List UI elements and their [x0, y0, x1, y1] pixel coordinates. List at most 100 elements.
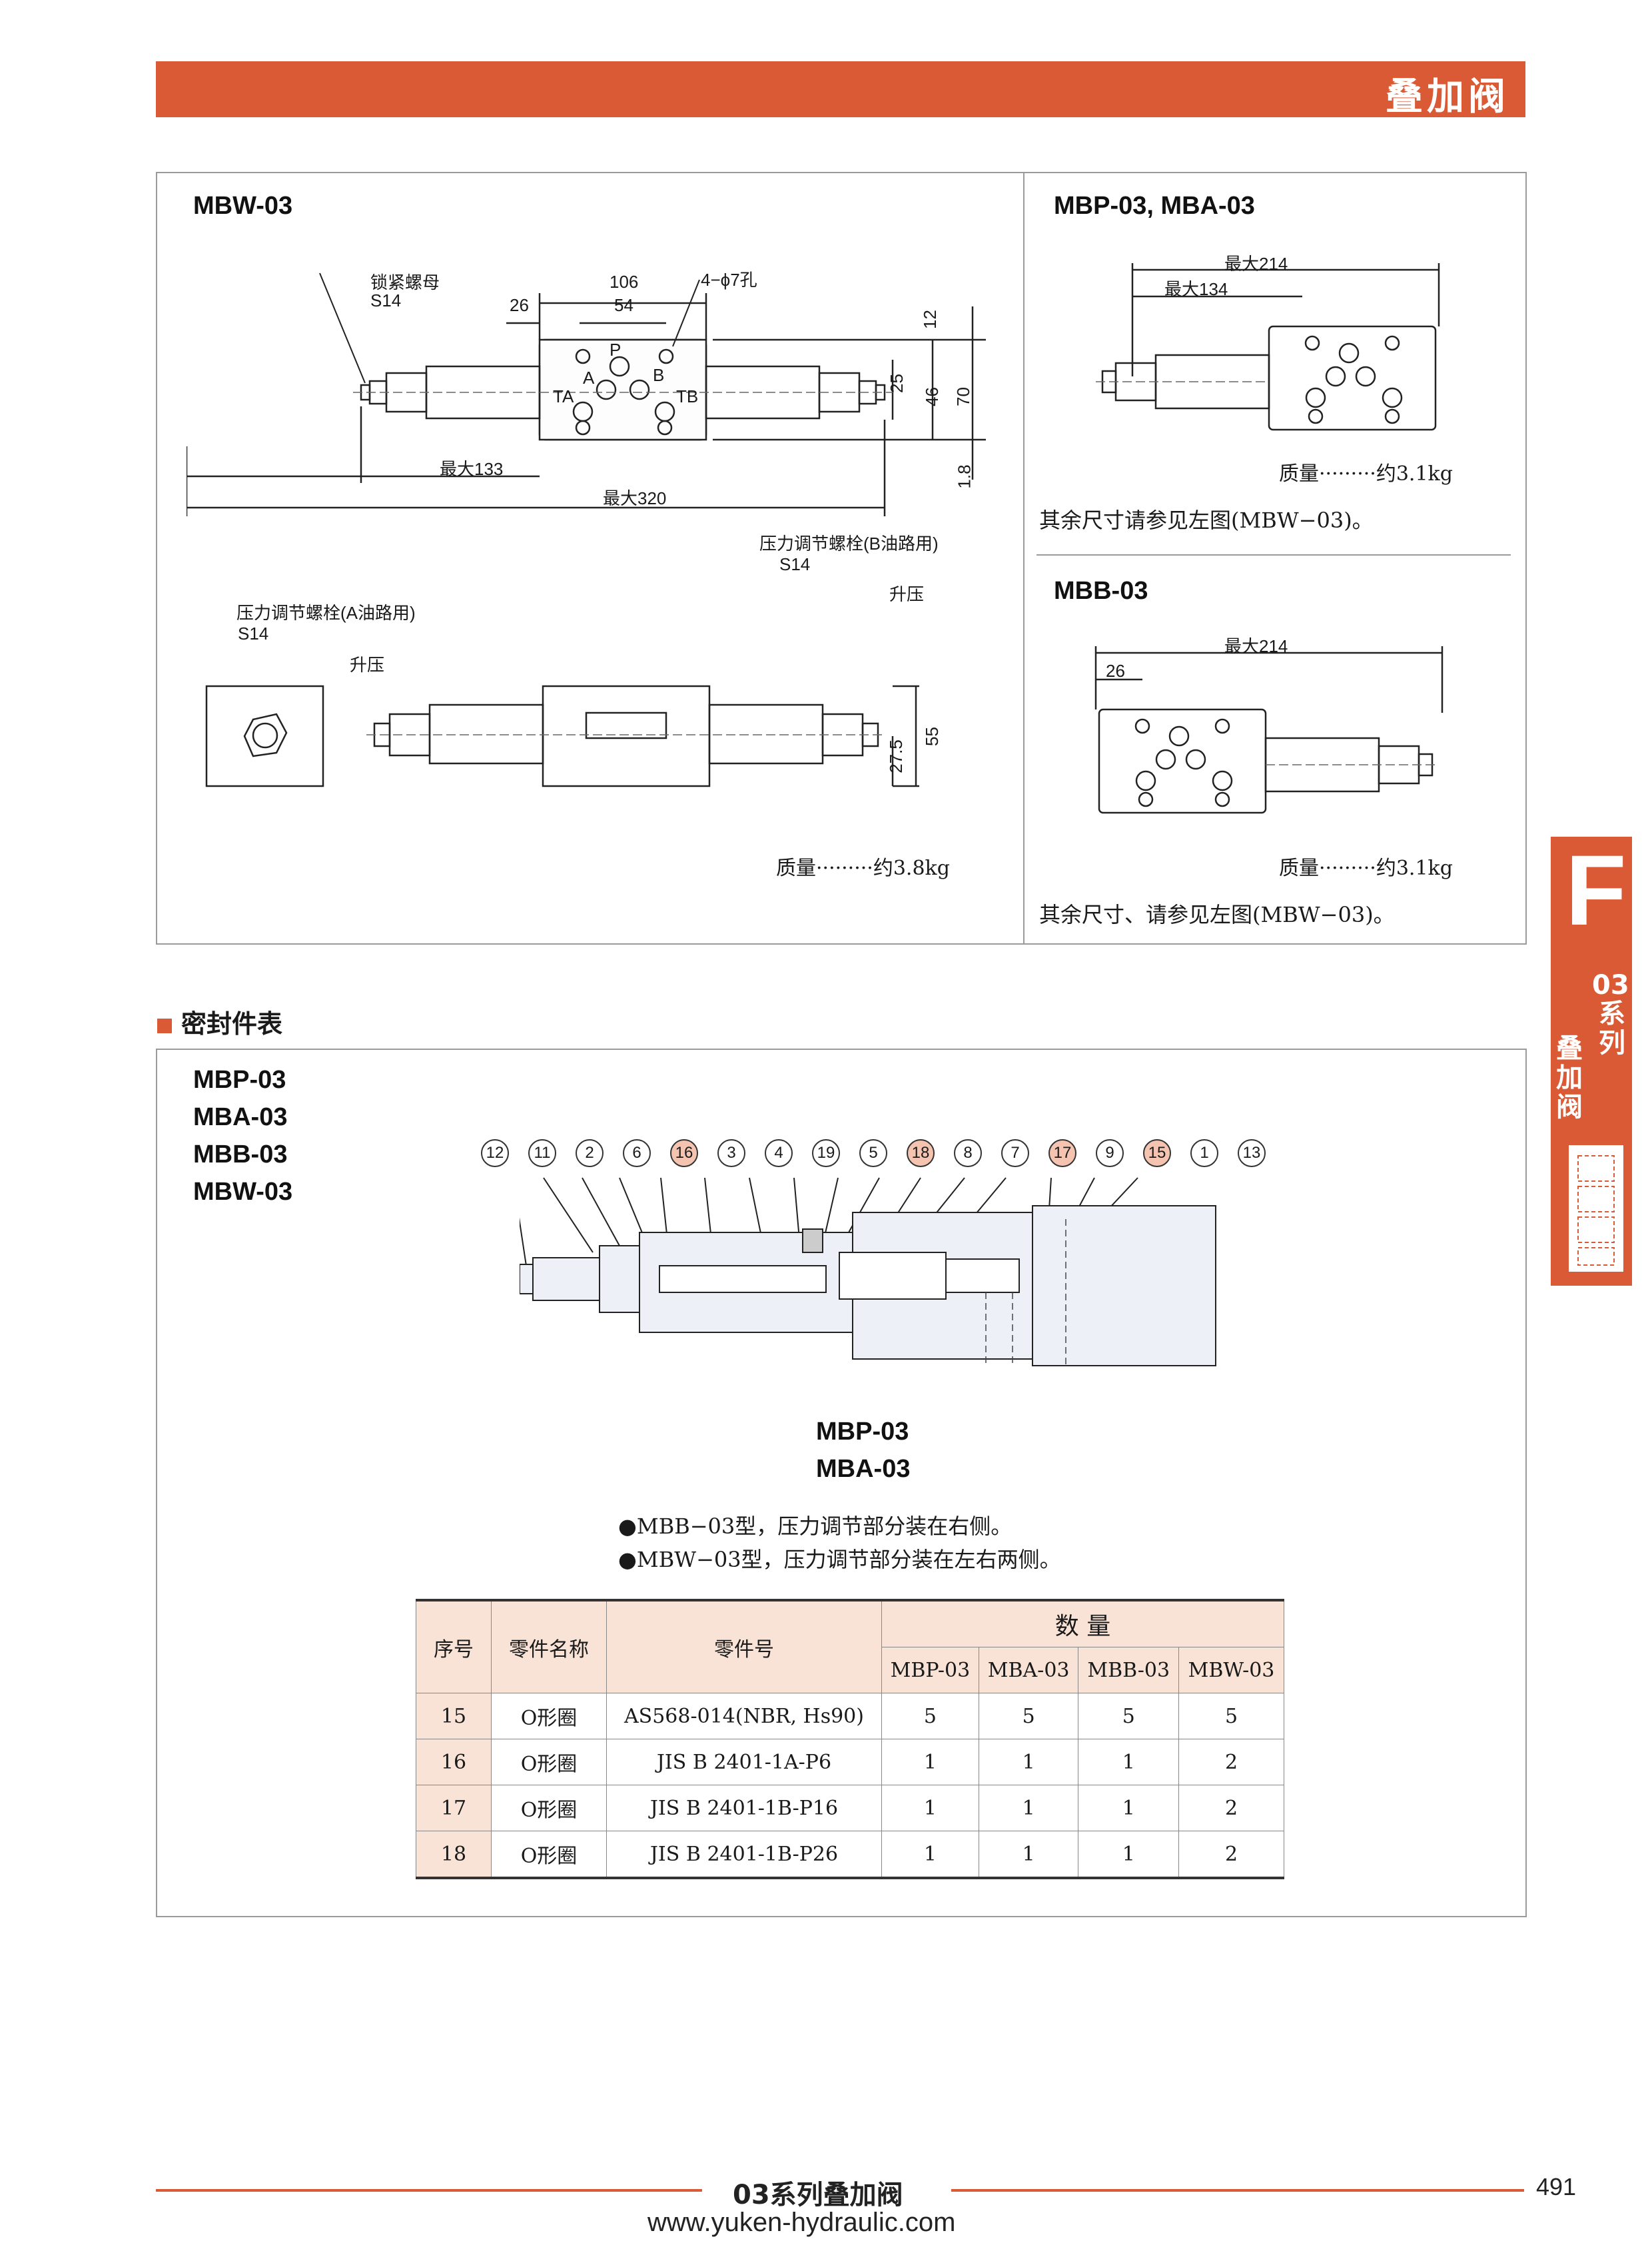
adj-a-label: 压力调节螺栓(A油路用): [236, 603, 416, 623]
mbb-note: 其余尺寸、请参见左图(MBW−03)。: [1039, 902, 1395, 927]
mbp-mba-drawing: [1096, 263, 1440, 431]
seal-table: 序号 零件名称 零件号 数 量 MBP-03 MBA-03 MBB-03 MBW…: [416, 1599, 1284, 1879]
row-qty: 1: [978, 1785, 1079, 1831]
mbb-max214: 最大214: [1224, 636, 1288, 656]
row-qty: 5: [1178, 1693, 1284, 1739]
part-circle: 19: [812, 1139, 840, 1167]
part-circle: 6: [623, 1139, 651, 1167]
adj-b-size: S14: [779, 554, 811, 574]
seal-model-1: MBP-03: [193, 1066, 286, 1094]
footer-line-left: [156, 2189, 702, 2192]
row-qty: 1: [881, 1831, 979, 1879]
lock-nut-size: S14: [370, 290, 402, 310]
mbb-drawing: [1094, 646, 1444, 814]
adj-b-label: 压力调节螺栓(B油路用): [759, 534, 939, 554]
valve-stack-icon: [1577, 1155, 1615, 1266]
part-circle: 16: [670, 1139, 698, 1167]
side-tab[interactable]: F 03 系列 叠加阀: [1551, 834, 1632, 1286]
row-qty: 1: [1078, 1831, 1180, 1879]
footer-url[interactable]: www.yuken-hydraulic.com: [647, 2208, 956, 2237]
part-circle: 15: [1143, 1139, 1171, 1167]
part-circle: 17: [1048, 1139, 1076, 1167]
dim-27-5: 27.5: [885, 739, 906, 773]
part-circle: 3: [717, 1139, 745, 1167]
page-number: 491: [1536, 2173, 1577, 2200]
dim-106: 106: [610, 272, 639, 292]
dim-70: 70: [953, 387, 973, 406]
dim-25: 25: [886, 374, 907, 393]
port-p: P: [610, 340, 621, 360]
section-marker: [157, 1018, 172, 1033]
holes-label: 4−ϕ7孔: [701, 270, 757, 290]
seal-model-2: MBA-03: [193, 1103, 288, 1131]
footer-center: 03系列叠加阀: [733, 2180, 903, 2210]
side-tab-letter: F: [1565, 834, 1627, 946]
adj-a-size: S14: [238, 624, 269, 644]
model-label-mbb: MBB-03: [1054, 577, 1148, 605]
part-circle: 7: [1001, 1139, 1029, 1167]
table-row: 15 O形圈 AS568-014(NBR, Hs90) 5 5 5 5: [416, 1693, 1284, 1739]
seal-note-1: ●MBB−03型，压力调节部分装在右侧。: [618, 1514, 1013, 1539]
row-qty: 1: [1078, 1739, 1180, 1785]
part-circle: 5: [859, 1139, 887, 1167]
dim-max133: 最大133: [440, 459, 504, 479]
drawing-label-mba: MBA-03: [816, 1455, 911, 1483]
raise-label-b: 升压: [889, 584, 925, 604]
row-qty: 1: [881, 1739, 979, 1785]
right-divider: [1036, 554, 1511, 556]
seal-note-2: ●MBW−03型，压力调节部分装在左右两侧。: [618, 1547, 1061, 1572]
part-circle: 13: [1238, 1139, 1266, 1167]
col-qty-mba: MBA-03: [978, 1647, 1079, 1693]
col-qty: 数 量: [881, 1599, 1284, 1647]
header-bar: 叠加阀: [156, 61, 1525, 119]
cross-section-drawing: [520, 1177, 1216, 1366]
mbp-max214: 最大214: [1224, 254, 1288, 274]
row-qty: 1: [1078, 1785, 1180, 1831]
part-circle: 4: [765, 1139, 793, 1167]
header-title: 叠加阀: [1386, 75, 1509, 119]
table-row: 18 O形圈 JIS B 2401-1B-P26 1 1 1 2: [416, 1831, 1284, 1879]
mbw-side-drawing: [205, 685, 919, 787]
dim-54: 54: [614, 295, 633, 315]
dim-12: 12: [919, 310, 940, 329]
row-part: AS568-014(NBR, Hs90): [606, 1693, 882, 1739]
row-no: 18: [416, 1831, 492, 1879]
model-label-mbp-mba: MBP-03, MBA-03: [1054, 192, 1255, 220]
mbp-max134: 最大134: [1164, 279, 1228, 299]
panel-divider: [1023, 172, 1025, 943]
port-b: B: [653, 365, 665, 385]
port-tb: TB: [676, 386, 699, 406]
lock-nut-label: 锁紧螺母: [370, 272, 440, 292]
col-part: 零件号: [606, 1599, 882, 1693]
row-qty: 5: [978, 1693, 1079, 1739]
row-qty: 1: [978, 1831, 1079, 1879]
row-name: O形圈: [491, 1739, 607, 1785]
col-qty-mbw: MBW-03: [1178, 1647, 1284, 1693]
row-qty: 1: [978, 1739, 1079, 1785]
part-circle: 2: [576, 1139, 604, 1167]
row-part: JIS B 2401-1A-P6: [606, 1739, 882, 1785]
row-qty: 5: [1078, 1693, 1180, 1739]
row-qty: 2: [1178, 1785, 1284, 1831]
side-tab-icon: [1567, 1143, 1625, 1274]
col-qty-mbp: MBP-03: [881, 1647, 979, 1693]
seal-model-3: MBB-03: [193, 1140, 288, 1168]
mbb-dim-26: 26: [1106, 661, 1125, 681]
dim-max320: 最大320: [603, 488, 667, 508]
drawing-label-mbp: MBP-03: [816, 1418, 909, 1446]
side-tab-series-word: 系列: [1599, 999, 1625, 1059]
port-a: A: [583, 368, 595, 388]
mbw-mass: 质量·········约3.8kg: [776, 857, 950, 880]
part-circle: 9: [1096, 1139, 1124, 1167]
dim-55: 55: [921, 727, 942, 746]
part-circle: 1: [1190, 1139, 1218, 1167]
table-row: 17 O形圈 JIS B 2401-1B-P16 1 1 1 2: [416, 1785, 1284, 1831]
part-circle: 11: [528, 1139, 556, 1167]
col-name: 零件名称: [491, 1599, 607, 1693]
side-tab-valve-word: 叠加阀: [1556, 1033, 1583, 1123]
mbp-note: 其余尺寸请参见左图(MBW−03)。: [1039, 508, 1374, 533]
dimension-panel: [156, 172, 1527, 945]
col-qty-mbb: MBB-03: [1078, 1647, 1180, 1693]
part-circle: 12: [481, 1139, 509, 1167]
